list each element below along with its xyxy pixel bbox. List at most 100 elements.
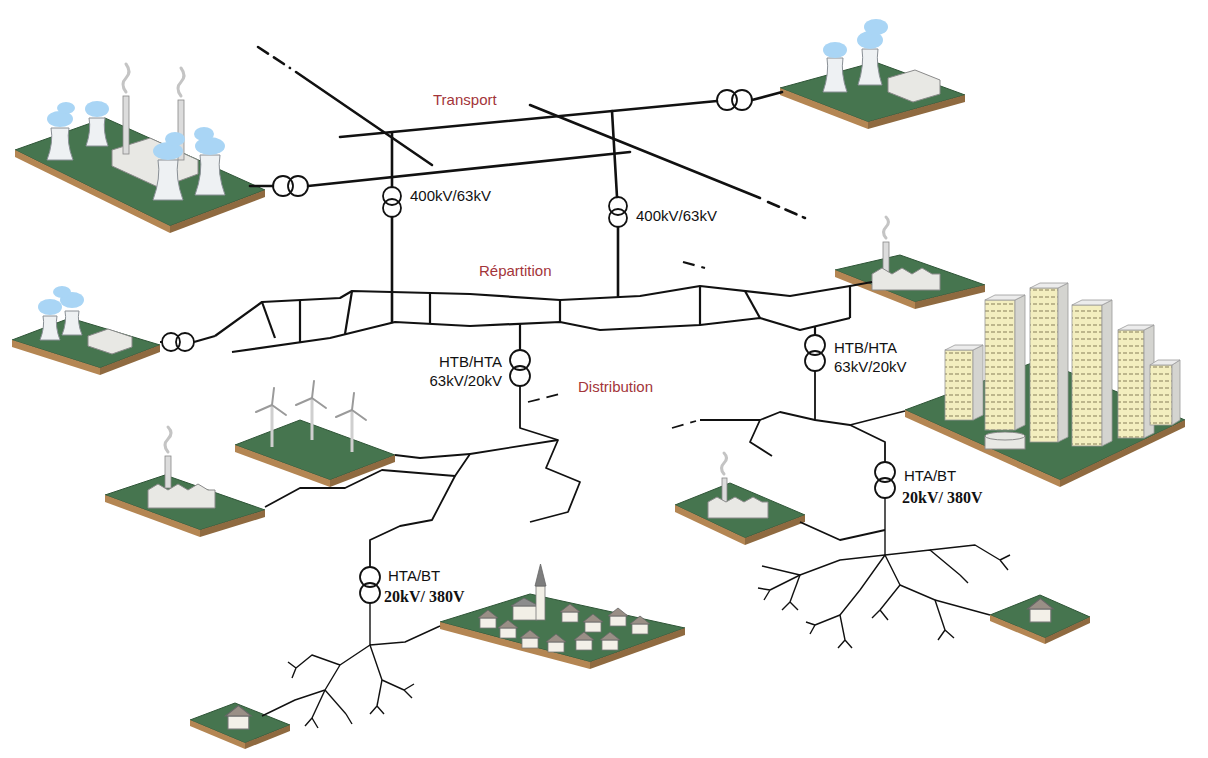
city (985, 432, 1025, 440)
village (440, 594, 685, 662)
city (985, 300, 1015, 430)
transformer-symbol (875, 478, 895, 498)
wind-farm (296, 398, 312, 405)
transformer-symbol (360, 583, 380, 603)
power-plant (40, 316, 60, 340)
low-voltage-line (370, 645, 404, 690)
city (905, 283, 1185, 487)
wind-farm (235, 445, 330, 487)
low-voltage-line (815, 615, 840, 625)
city (985, 295, 1025, 300)
power-plant (823, 58, 847, 92)
transformer-symbol (875, 462, 895, 482)
transport-line (391, 133, 394, 187)
distribution-line (265, 440, 558, 507)
power-plant (153, 160, 183, 200)
factory (105, 427, 265, 537)
city (945, 350, 973, 420)
low-voltage-line (930, 545, 1000, 560)
wind-farm (272, 405, 286, 415)
village (511, 598, 539, 606)
transformer-symbol (805, 335, 825, 355)
network-level-label: Répartition (477, 261, 554, 280)
city (1015, 295, 1025, 430)
repartition-line (194, 336, 215, 342)
low-voltage-line (325, 690, 346, 714)
low-voltage-line (900, 585, 945, 630)
house (245, 725, 290, 749)
factory (745, 515, 805, 545)
village (630, 616, 650, 634)
transformer-symbol (162, 90, 895, 603)
village (574, 632, 594, 650)
repartition-line (745, 291, 760, 318)
power-plant (888, 70, 940, 102)
power-plant (864, 19, 888, 35)
village (535, 564, 546, 586)
house (225, 706, 251, 729)
village (536, 586, 545, 620)
power-plant (38, 299, 62, 315)
transport-line (752, 92, 782, 100)
power-plant (780, 88, 868, 129)
repartition-line (849, 286, 851, 318)
voltage-label: 20kV/ 380V (382, 587, 466, 607)
factory (165, 456, 171, 488)
wind-farm (312, 381, 314, 398)
village (583, 614, 603, 632)
transformer-symbol (510, 366, 530, 386)
transformer-symbol (805, 351, 825, 371)
factory (883, 242, 889, 272)
power-plant (12, 340, 100, 375)
wind-farm (271, 405, 274, 447)
factory (708, 497, 768, 518)
factory (835, 217, 985, 309)
transformer-symbol (383, 199, 401, 217)
wind-farm (256, 405, 272, 412)
distribution-line (750, 420, 772, 456)
low-voltage-line (840, 555, 885, 640)
factory (872, 268, 940, 290)
transport-line (530, 105, 760, 198)
repartition-line (429, 293, 431, 324)
house (990, 595, 1090, 644)
wind-farm (311, 398, 314, 440)
village (546, 634, 566, 652)
power-plant (57, 102, 75, 114)
low-voltage-line (377, 680, 382, 706)
power-plant (86, 118, 108, 146)
city (1030, 288, 1058, 442)
power-plant (47, 128, 73, 160)
low-voltage-line (296, 655, 340, 668)
factory (722, 453, 727, 474)
network-level-label: Transport (431, 90, 499, 109)
repartition-line (232, 318, 850, 352)
power-plant (823, 42, 847, 58)
repartition-line (814, 326, 816, 335)
repartition-line (699, 286, 701, 325)
village (520, 630, 540, 648)
transport-line (250, 47, 805, 322)
village (513, 606, 537, 620)
transport-line (612, 111, 617, 197)
low-voltage-line (262, 645, 370, 716)
low-voltage-line (262, 498, 1010, 728)
transformer-label: HTA/BT (386, 566, 442, 585)
distribution-line (520, 386, 580, 522)
transformer-label: HTB/HTA 63kV/20kV (380, 352, 504, 390)
city (1118, 330, 1144, 438)
low-voltage-line (370, 603, 440, 645)
distribution-line (672, 421, 696, 428)
power-plant (165, 132, 185, 146)
repartition-line (160, 341, 162, 343)
power-plant (15, 64, 265, 233)
transformer-symbol (162, 333, 180, 351)
low-voltage-line (935, 600, 990, 615)
city (1172, 360, 1180, 425)
transformer-symbol (510, 350, 530, 370)
house (1027, 599, 1053, 622)
transport-line (768, 202, 805, 218)
village (440, 564, 685, 669)
wind-farm (351, 410, 354, 452)
